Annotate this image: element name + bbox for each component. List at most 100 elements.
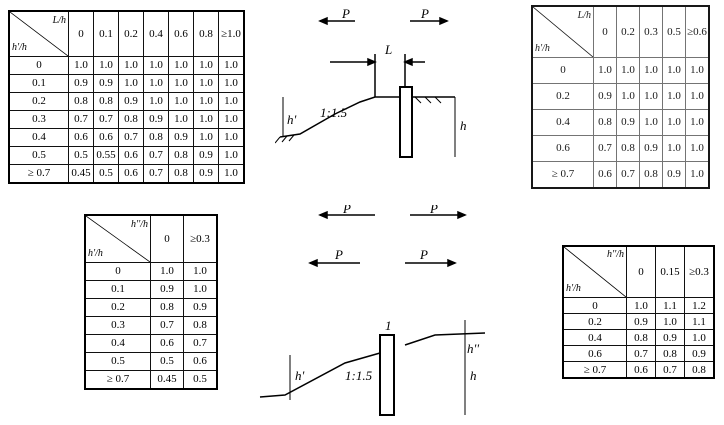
table-cell: 0.7 <box>183 334 218 353</box>
header-bottom-label: h'/h <box>566 283 581 294</box>
table-cell: 0.6 <box>93 128 119 147</box>
column-header: ≥0.3 <box>684 245 715 298</box>
table-cell: 0.8 <box>684 361 715 379</box>
row-header: 0.4 <box>8 128 69 147</box>
table-cell: 1.0 <box>143 56 169 75</box>
table-cell: 1.0 <box>684 329 715 346</box>
table-cell: 0.7 <box>93 110 119 129</box>
column-header: 0 <box>626 245 656 298</box>
row-header: 0 <box>531 57 594 84</box>
table-cell: 0.9 <box>616 109 640 136</box>
column-header: 0.4 <box>143 10 169 57</box>
table-cell: 0.9 <box>193 164 219 184</box>
table-cell: 1.0 <box>218 56 245 75</box>
column-header: 0.3 <box>639 5 663 58</box>
height-label: h <box>470 368 477 383</box>
table-cell: 1.0 <box>655 313 685 330</box>
table-cell: 1.1 <box>655 297 685 314</box>
column-header: 0.15 <box>655 245 685 298</box>
table-cell: 1.0 <box>593 57 617 84</box>
height-prime-label: h' <box>295 368 305 383</box>
table-cell: 0.7 <box>150 316 184 335</box>
row-header: 0.2 <box>562 313 627 330</box>
table-cell: 0.6 <box>593 161 617 189</box>
table-cell: 0.55 <box>93 146 119 165</box>
row-header: 0.6 <box>562 345 627 362</box>
figure-pile-between-slopes: P P P P 1 h' 1:1.5 h h'' <box>259 205 486 416</box>
row-header: 0 <box>562 297 627 314</box>
table-cell: 1.2 <box>684 297 715 314</box>
force-label-left: P <box>342 205 351 216</box>
column-header: 0 <box>68 10 94 57</box>
table-cell: 0.9 <box>684 345 715 362</box>
table-cell: 1.0 <box>218 164 245 184</box>
table-cell: 0.7 <box>118 128 144 147</box>
height-label: h <box>460 118 467 133</box>
table-cell: 1.0 <box>193 110 219 129</box>
table-cell: 0.8 <box>150 298 184 317</box>
table-cell: 0.7 <box>143 164 169 184</box>
row-header: 0.2 <box>84 298 151 317</box>
table-cell: 0.5 <box>68 146 94 165</box>
force-label-left: P <box>341 6 350 21</box>
table-cell: 1.0 <box>168 74 194 93</box>
row-header: 0.1 <box>8 74 69 93</box>
slope-label: 1:1.5 <box>320 105 348 120</box>
table-cell: 0.9 <box>662 161 686 189</box>
table-cell: 1.0 <box>218 74 245 93</box>
table-cell: 0.9 <box>168 128 194 147</box>
column-header: 0.6 <box>168 10 194 57</box>
table-cell: 0.6 <box>626 361 656 379</box>
table-cell: 0.8 <box>168 146 194 165</box>
table-cell: 0.5 <box>93 164 119 184</box>
table-cell: 1.0 <box>685 135 710 162</box>
table-cell: 0.8 <box>655 345 685 362</box>
table-cell: 1.0 <box>662 135 686 162</box>
row-header: 0.4 <box>562 329 627 346</box>
column-header: ≥0.6 <box>685 5 710 58</box>
table-cell: 0.7 <box>143 146 169 165</box>
table-cell: 1.0 <box>143 92 169 111</box>
column-header: ≥1.0 <box>218 10 245 57</box>
row-header: 0.5 <box>84 352 151 371</box>
table-cell: 0.7 <box>593 135 617 162</box>
row-header: ≥ 0.7 <box>562 361 627 379</box>
table-cell: 0.9 <box>118 92 144 111</box>
table-cell: 1.0 <box>168 92 194 111</box>
row-header: 0.2 <box>531 83 594 110</box>
table-cell: 0.8 <box>118 110 144 129</box>
row-header: 0 <box>84 262 151 281</box>
table-cell: 0.9 <box>593 83 617 110</box>
header-bottom-label: h'/h <box>12 42 27 53</box>
column-header: 0.2 <box>616 5 640 58</box>
table-cell: 0.9 <box>639 135 663 162</box>
row-header: 0.4 <box>531 109 594 136</box>
row-header: ≥ 0.7 <box>8 164 69 184</box>
row-header: ≥ 0.7 <box>84 370 151 390</box>
header-bottom-label: h'/h <box>88 248 103 259</box>
column-header: 0.5 <box>662 5 686 58</box>
table-cell: 0.45 <box>150 370 184 390</box>
table-cell: 0.8 <box>183 316 218 335</box>
table-cell: 0.9 <box>150 280 184 299</box>
table-cell: 1.0 <box>685 109 710 136</box>
force-label-right-inner: P <box>419 247 428 262</box>
table-cell: 1.0 <box>218 128 245 147</box>
force-label-right: P <box>420 6 429 21</box>
table-cell: 0.7 <box>626 345 656 362</box>
table-cell: 0.8 <box>68 92 94 111</box>
table-cell: 1.0 <box>68 56 94 75</box>
